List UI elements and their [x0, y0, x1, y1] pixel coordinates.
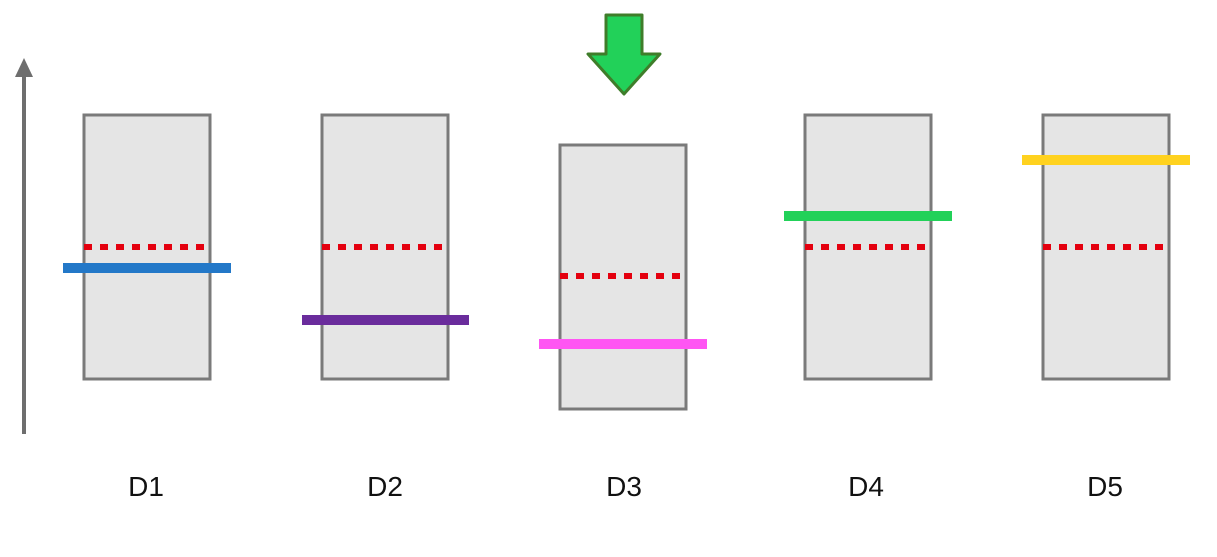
- column-label: D4: [848, 471, 884, 502]
- down-arrow-icon: [586, 13, 662, 96]
- column-d3: D3: [539, 143, 707, 502]
- column-d5: D5: [1022, 113, 1190, 502]
- column-label: D3: [606, 471, 642, 502]
- column-label: D5: [1087, 471, 1123, 502]
- column-d1: D1: [63, 113, 231, 502]
- column-label: D1: [128, 471, 164, 502]
- column-box: [803, 113, 933, 381]
- column-label: D2: [367, 471, 403, 502]
- column-d2: D2: [302, 113, 469, 502]
- vertical-axis-arrow: [15, 58, 33, 434]
- column-d4: D4: [784, 113, 952, 502]
- axis-arrowhead: [15, 58, 33, 77]
- column-box: [82, 113, 212, 381]
